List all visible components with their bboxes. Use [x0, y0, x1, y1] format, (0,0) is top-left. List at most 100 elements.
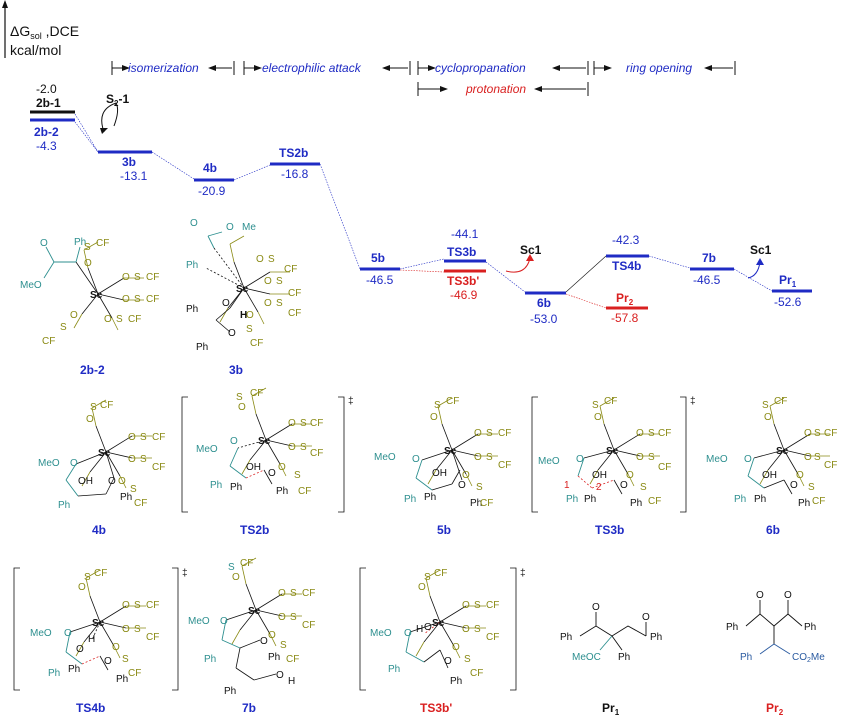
- value-TS2b: -16.8: [281, 167, 309, 181]
- svg-text:O: O: [76, 644, 84, 655]
- svg-text:O: O: [78, 582, 86, 593]
- svg-text:H: H: [416, 624, 423, 635]
- svg-text:Ph: Ph: [276, 486, 288, 497]
- svg-text:O: O: [264, 298, 272, 309]
- svg-text:Ph: Ph: [734, 494, 746, 505]
- svg-text:S: S: [486, 428, 493, 439]
- svg-text:‡: ‡: [348, 396, 354, 407]
- svg-text:Ph: Ph: [470, 498, 482, 509]
- svg-text:O: O: [804, 452, 812, 463]
- svg-text:CF: CF: [250, 388, 263, 399]
- svg-text:O: O: [256, 254, 264, 265]
- svg-text:O: O: [642, 612, 650, 623]
- svg-text:O: O: [226, 222, 234, 233]
- svg-text:MeO: MeO: [374, 452, 396, 463]
- svg-text:O: O: [222, 298, 230, 309]
- svg-text:S: S: [90, 402, 97, 413]
- label-S2-1: S2-1: [106, 92, 129, 108]
- caption-5b: 5b: [437, 523, 451, 537]
- svg-text:S: S: [276, 298, 283, 309]
- svg-text:H: H: [240, 310, 247, 321]
- phase-isomerization: isomerization: [128, 61, 199, 75]
- svg-text:S: S: [134, 600, 141, 611]
- label-3b: 3b: [122, 155, 136, 169]
- svg-text:O: O: [796, 470, 804, 481]
- label-4b: 4b: [203, 161, 217, 175]
- svg-text:O: O: [128, 432, 136, 443]
- svg-text:O: O: [260, 636, 268, 647]
- svg-text:CF: CF: [480, 498, 493, 509]
- svg-text:O: O: [84, 258, 92, 269]
- svg-text:O: O: [404, 628, 412, 639]
- svg-text:O: O: [246, 310, 254, 321]
- svg-text:O: O: [784, 590, 792, 601]
- caption-TS4b: TS4b: [76, 701, 105, 715]
- label-TS2b: TS2b: [279, 146, 308, 160]
- svg-text:CF: CF: [302, 588, 315, 599]
- label-TS3b-prime: TS3b': [447, 274, 479, 288]
- svg-text:Sc: Sc: [248, 606, 261, 617]
- svg-text:CF: CF: [146, 294, 159, 305]
- svg-text:MeO: MeO: [706, 454, 728, 465]
- svg-text:Sc: Sc: [98, 448, 111, 459]
- svg-text:S: S: [268, 254, 275, 265]
- svg-text:CF: CF: [824, 428, 837, 439]
- svg-text:S: S: [134, 294, 141, 305]
- svg-text:CF: CF: [100, 400, 113, 411]
- axis-title: ΔGsol ,DCE: [10, 23, 79, 41]
- caption-Pr1: Pr1: [602, 701, 620, 717]
- svg-text:Ph: Ph: [224, 686, 236, 697]
- svg-text:S: S: [300, 442, 307, 453]
- phase-ring-opening: ring opening: [626, 61, 692, 75]
- label-2b-1: 2b-1: [36, 96, 61, 110]
- svg-text:CF: CF: [446, 396, 459, 407]
- svg-text:S: S: [84, 242, 91, 253]
- svg-text:O: O: [636, 428, 644, 439]
- svg-text:Ph: Ph: [424, 492, 436, 503]
- svg-text:OH: OH: [592, 470, 607, 481]
- svg-text:S: S: [476, 482, 483, 493]
- svg-text:O: O: [238, 402, 246, 413]
- svg-text:S: S: [228, 562, 235, 573]
- caption-TS2b: TS2b: [240, 523, 269, 537]
- label-Pr1: Pr1: [779, 273, 797, 289]
- svg-text:O: O: [474, 452, 482, 463]
- svg-text:Ph: Ph: [754, 494, 766, 505]
- svg-text:O: O: [744, 454, 752, 465]
- structure-Pr2: O O Ph Ph Ph CO2Me: [726, 590, 825, 664]
- svg-text:Ph: Ph: [204, 654, 216, 665]
- label-Sc1-b: Sc1: [750, 243, 772, 257]
- svg-text:CF: CF: [824, 460, 837, 471]
- svg-text:Sc: Sc: [776, 446, 789, 457]
- svg-text:O: O: [278, 612, 286, 623]
- svg-text:CF: CF: [152, 462, 165, 473]
- svg-text:Sc: Sc: [606, 446, 619, 457]
- svg-text:S: S: [290, 612, 297, 623]
- svg-text:CF: CF: [288, 288, 301, 299]
- svg-text:O: O: [790, 480, 798, 491]
- svg-text:CF: CF: [310, 448, 323, 459]
- svg-text:O: O: [232, 572, 240, 583]
- svg-text:MeO: MeO: [538, 456, 560, 467]
- svg-text:O: O: [418, 582, 426, 593]
- svg-text:CF: CF: [658, 428, 671, 439]
- svg-text:CF: CF: [128, 668, 141, 679]
- svg-text:Ph: Ph: [740, 652, 752, 663]
- svg-text:O: O: [430, 412, 438, 423]
- value-Pr1: -52.6: [774, 295, 802, 309]
- svg-text:CF: CF: [470, 668, 483, 679]
- svg-text:H: H: [88, 634, 95, 645]
- svg-text:S: S: [814, 428, 821, 439]
- svg-text:S: S: [648, 428, 655, 439]
- svg-text:S: S: [474, 600, 481, 611]
- svg-text:Ph: Ph: [196, 342, 208, 353]
- svg-text:S: S: [236, 392, 243, 403]
- svg-text:S: S: [434, 400, 441, 411]
- svg-text:CF: CF: [604, 396, 617, 407]
- svg-text:Ph: Ph: [210, 480, 222, 491]
- svg-text:OH: OH: [432, 468, 447, 479]
- svg-text:Ph: Ph: [798, 498, 810, 509]
- svg-text:CF: CF: [486, 600, 499, 611]
